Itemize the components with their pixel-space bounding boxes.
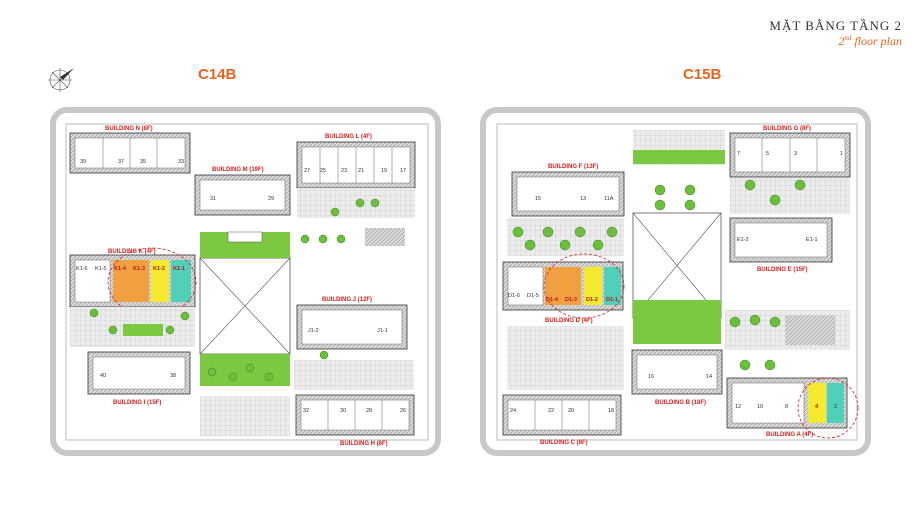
unit-label: 19 xyxy=(381,168,387,174)
building-i-label: BUILDING I (15F) xyxy=(113,400,161,406)
building-d-label: BUILDING D (4F) xyxy=(545,318,593,324)
unit-label: 8 xyxy=(785,404,788,410)
building-n-label: BUILDING N (8F) xyxy=(105,126,153,132)
unit-label: D1-2 xyxy=(586,297,598,303)
unit-label: 23 xyxy=(341,168,347,174)
unit-label: 16 xyxy=(648,374,654,380)
site-c14b xyxy=(50,107,441,456)
building-c-label: BUILDING C (8F) xyxy=(540,440,588,446)
unit-label: D1-5 xyxy=(527,293,539,299)
unit-label: 22 xyxy=(548,408,554,414)
unit-label: 35 xyxy=(140,159,146,165)
unit-label: 12 xyxy=(735,404,741,410)
building-g-label: BUILDING G (8F) xyxy=(763,126,811,132)
unit-label: 33 xyxy=(178,159,184,165)
unit-label: 25 xyxy=(320,168,326,174)
unit-label: 21 xyxy=(358,168,364,174)
unit-label: 27 xyxy=(304,168,310,174)
unit-label: K1-6 xyxy=(76,266,88,272)
unit-label: D1-1 xyxy=(606,297,618,303)
unit-label: 32 xyxy=(303,408,309,414)
unit-label: 11A xyxy=(604,196,614,202)
unit-label: 2 xyxy=(834,404,837,410)
building-m-label: BUILDING M (19F) xyxy=(212,167,264,173)
building-h-label: BUILDING H (8F) xyxy=(340,441,388,447)
building-l-label: BUILDING L (4F) xyxy=(325,134,372,140)
unit-label: 26 xyxy=(400,408,406,414)
building-a-label: BUILDING A (4F) xyxy=(766,432,813,438)
unit-label: 37 xyxy=(118,159,124,165)
unit-label: E1-2 xyxy=(737,237,749,243)
block-label-c14b: C14B xyxy=(198,66,237,83)
unit-label: K1-5 xyxy=(95,266,107,272)
unit-label: E1-1 xyxy=(806,237,818,243)
unit-label: 17 xyxy=(400,168,406,174)
unit-label: J1-1 xyxy=(377,328,388,334)
page-title: MẶT BẰNG TẦNG 2 2nd floor plan xyxy=(769,18,902,49)
unit-label: 7 xyxy=(737,151,740,157)
unit-label: 3 xyxy=(794,151,797,157)
unit-label: 29 xyxy=(268,196,274,202)
unit-label: D1-3 xyxy=(565,297,577,303)
unit-label: 13 xyxy=(580,196,586,202)
building-k-label: BUILDING K (4F) xyxy=(108,249,156,255)
unit-label: 18 xyxy=(608,408,614,414)
unit-label: 24 xyxy=(510,408,516,414)
unit-label: 14 xyxy=(706,374,712,380)
unit-label: D1-4 xyxy=(546,297,559,303)
block-label-c15b: C15B xyxy=(683,66,722,83)
compass-icon xyxy=(48,68,74,92)
title-vn: MẶT BẰNG TẦNG 2 xyxy=(769,18,902,33)
unit-label: K1-3 xyxy=(133,266,145,272)
unit-label: K1-2 xyxy=(153,266,165,272)
unit-label: K1-1 xyxy=(173,266,185,272)
unit-label: 31 xyxy=(210,196,216,202)
title-en: 2nd floor plan xyxy=(838,34,902,48)
unit-label: 30 xyxy=(340,408,346,414)
building-e-label: BUILDING E (15F) xyxy=(757,267,808,273)
unit-label: 38 xyxy=(170,373,176,379)
building-b-label: BUILDING B (18F) xyxy=(655,400,706,406)
building-j-label: BUILDING J (12F) xyxy=(322,297,372,303)
building-f-label: BUILDING F (13F) xyxy=(548,164,598,170)
unit-label: K1-4 xyxy=(114,266,127,272)
unit-label: 20 xyxy=(568,408,574,414)
unit-label: 40 xyxy=(100,373,106,379)
unit-label: 4 xyxy=(815,404,819,410)
unit-label: 5 xyxy=(766,151,769,157)
unit-label: 15 xyxy=(535,196,541,202)
unit-label: D1-6 xyxy=(508,293,520,299)
unit-label: 39 xyxy=(80,159,86,165)
site-c15b xyxy=(480,107,871,456)
unit-label: J1-2 xyxy=(308,328,319,334)
unit-label: 10 xyxy=(757,404,763,410)
unit-label: 1 xyxy=(840,151,843,157)
unit-label: 28 xyxy=(366,408,372,414)
